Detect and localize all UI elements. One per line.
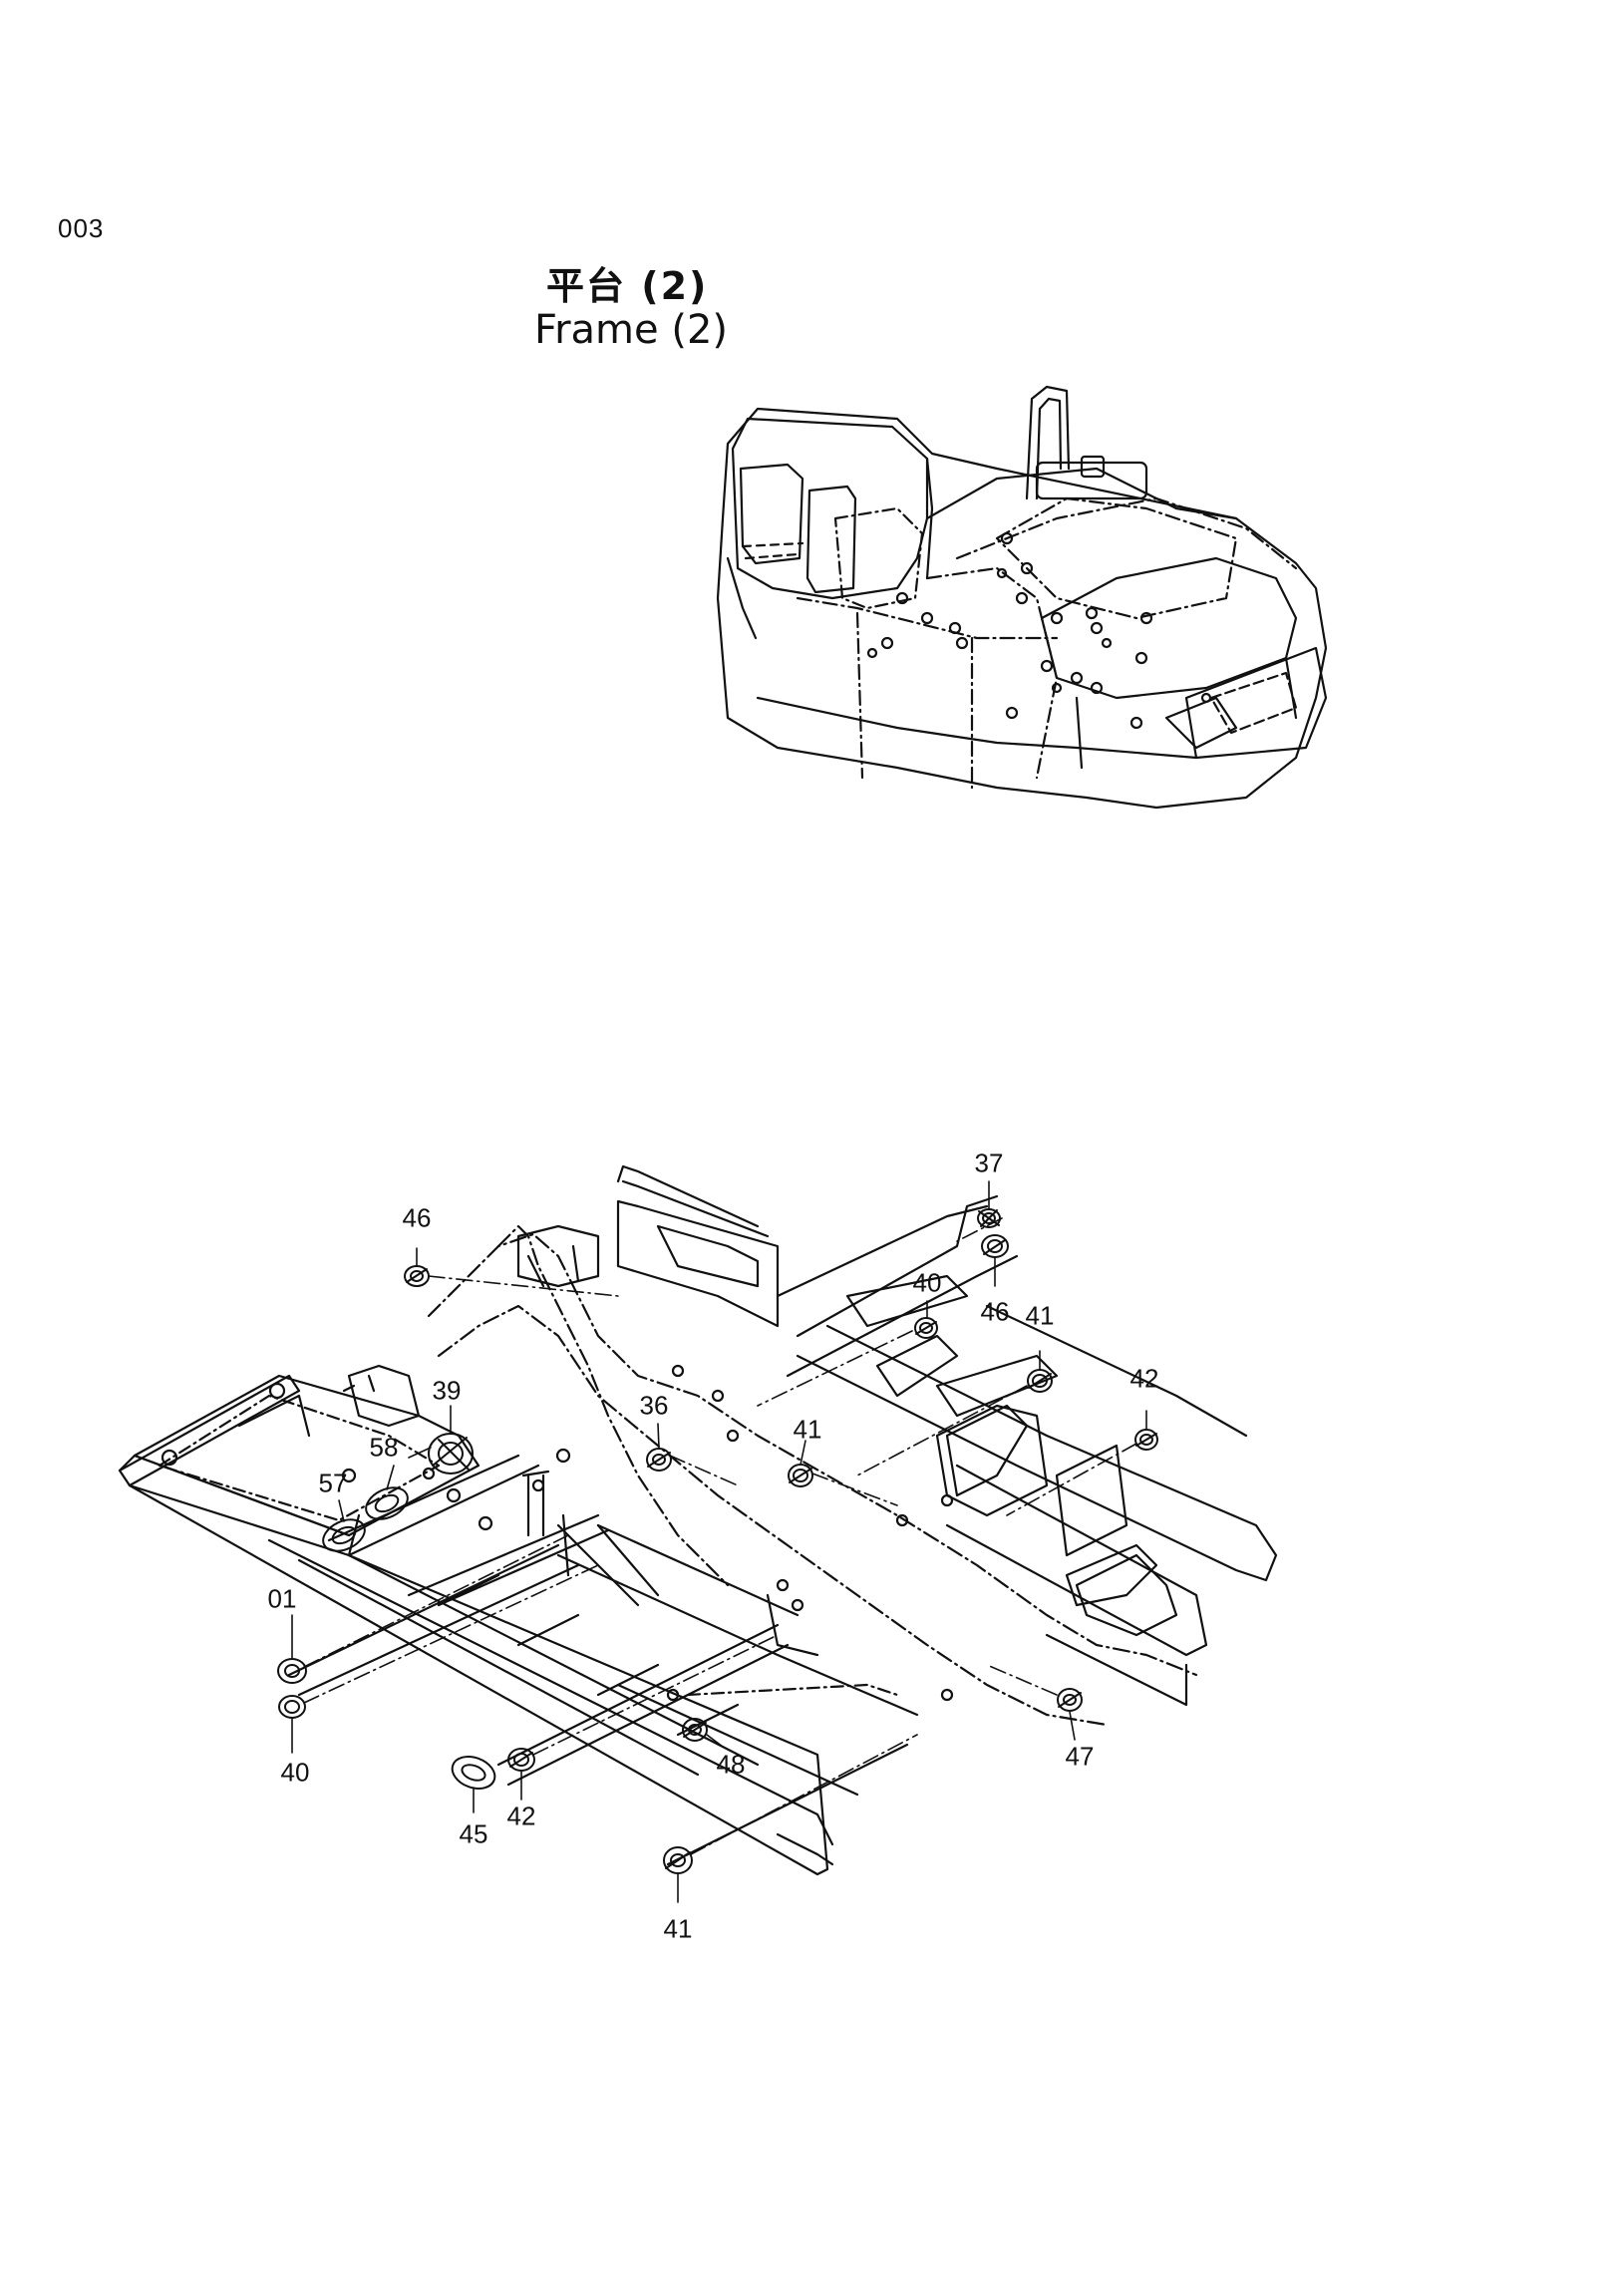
part-39: [428, 1433, 474, 1475]
callout-46-right: 46: [980, 1296, 1010, 1327]
page-number: 003: [58, 213, 105, 243]
callout-41-lower: 41: [663, 1913, 693, 1944]
part-57: [322, 1518, 366, 1552]
callout-36: 36: [639, 1390, 669, 1421]
title-japanese: 平台 (2): [546, 264, 709, 308]
callout-41-center: 41: [793, 1414, 822, 1445]
callout-01: 01: [267, 1583, 297, 1614]
callout-58: 58: [369, 1432, 399, 1463]
callout-40-upper: 40: [912, 1267, 942, 1298]
part-46-left: [404, 1265, 430, 1287]
part-45: [451, 1756, 496, 1790]
callout-39: 39: [432, 1375, 462, 1406]
part-37: [977, 1208, 1001, 1228]
part-41-lower: [663, 1846, 693, 1874]
part-40-lower: [278, 1695, 306, 1719]
callout-41-upper: 41: [1025, 1300, 1055, 1331]
part-48: [682, 1718, 708, 1742]
callout-46-left: 46: [402, 1202, 432, 1233]
part-42-lower: [507, 1748, 535, 1772]
callout-37: 37: [974, 1148, 1004, 1178]
part-58: [365, 1486, 409, 1520]
callout-57: 57: [318, 1468, 348, 1498]
part-46-upper: [981, 1234, 1009, 1258]
part-41-center: [788, 1464, 813, 1487]
callout-42-lower: 42: [506, 1801, 536, 1831]
callout-45: 45: [459, 1818, 488, 1849]
part-41-upper: [1027, 1369, 1053, 1393]
callout-47: 47: [1065, 1741, 1095, 1772]
callout-42-upper: 42: [1129, 1363, 1159, 1394]
part-40-upper: [914, 1317, 938, 1339]
part-01: [277, 1658, 307, 1684]
part-36: [646, 1448, 672, 1472]
callout-48: 48: [716, 1749, 746, 1780]
frame-illustration: [118, 1164, 1278, 1876]
part-42-upper: [1134, 1429, 1158, 1451]
part-47: [1057, 1688, 1083, 1712]
callout-40-lower: 40: [280, 1757, 310, 1788]
leader-lines: [291, 1180, 1147, 1903]
title-english: Frame (2): [534, 307, 729, 353]
overview-machine-illustration: [716, 385, 1328, 810]
